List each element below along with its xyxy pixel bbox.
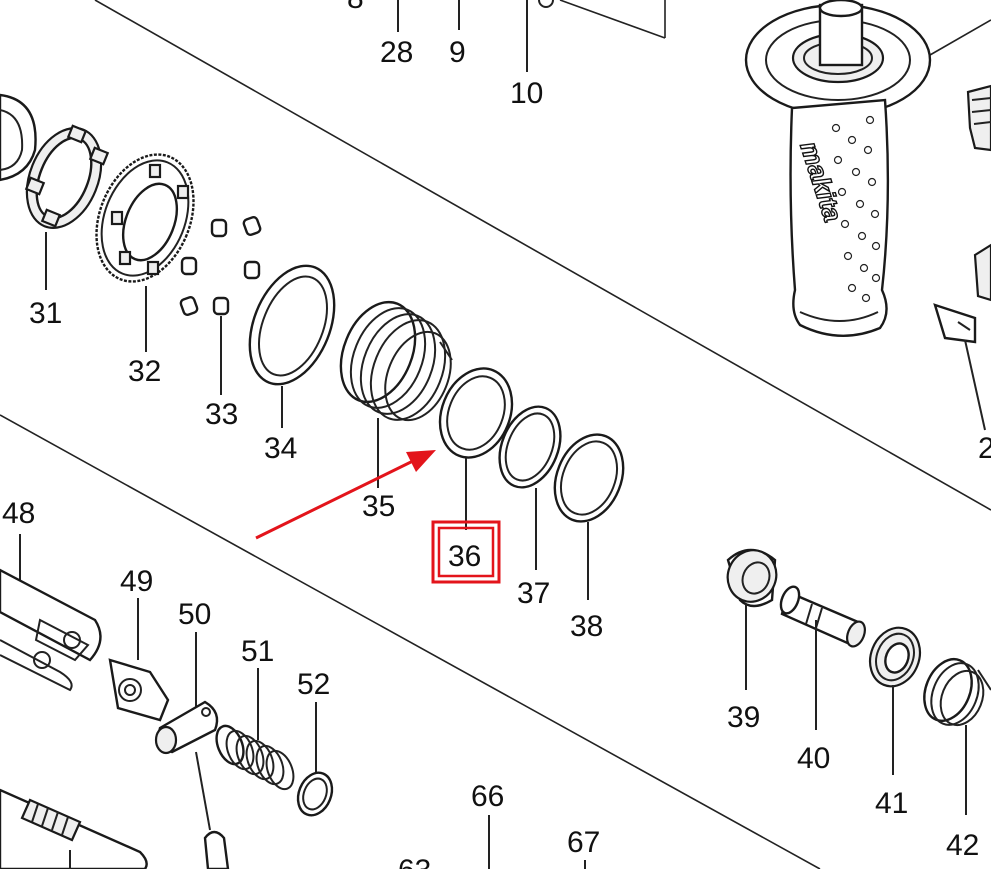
part-32 [95, 153, 195, 352]
label-10: 10 [510, 77, 543, 110]
part-51 [215, 668, 295, 791]
bottom-left-parts [0, 751, 230, 869]
label-32: 32 [128, 355, 161, 388]
part-39 [726, 548, 778, 690]
red-arrow [255, 450, 436, 540]
label-66: 66 [471, 780, 504, 813]
part-31 [0, 93, 110, 290]
part-50 [154, 632, 219, 755]
label-41: 41 [875, 787, 908, 820]
label-31: 31 [29, 297, 62, 330]
label-2: 2 [978, 432, 991, 465]
label-9: 9 [449, 36, 466, 69]
label-36: 36 [448, 540, 481, 573]
label-52: 52 [297, 668, 330, 701]
label-33: 33 [205, 398, 238, 431]
label-51: 51 [241, 635, 274, 668]
label-38: 38 [570, 610, 603, 643]
label-37: 37 [517, 577, 550, 610]
top-leaders [397, 0, 554, 72]
part-42 [923, 658, 991, 815]
label-35: 35 [362, 490, 395, 523]
side-handle: makita [744, 0, 932, 337]
part-40 [779, 585, 866, 730]
bottom-leaders [488, 815, 586, 869]
label-34: 34 [264, 432, 297, 465]
label-28: 28 [380, 36, 413, 69]
part-36 [438, 367, 514, 530]
label-50: 50 [178, 598, 211, 631]
label-40: 40 [797, 742, 830, 775]
part-41 [868, 626, 922, 775]
label-67: 67 [567, 826, 600, 859]
part-34 [248, 264, 336, 428]
part-35 [339, 300, 453, 488]
part-48 [0, 534, 102, 692]
label-48: 48 [2, 497, 35, 530]
part-52 [296, 702, 334, 817]
part-49 [108, 598, 170, 722]
label-42: 42 [946, 829, 979, 862]
label-49: 49 [120, 565, 153, 598]
part-37 [498, 405, 562, 570]
part-38 [553, 433, 625, 600]
highlight-box-36 [431, 520, 501, 584]
part-33 [179, 216, 262, 395]
label-39: 39 [727, 701, 760, 734]
right-edge-parts [933, 84, 991, 431]
label-63: 63 [398, 854, 431, 869]
label-8: 8 [347, 0, 364, 15]
